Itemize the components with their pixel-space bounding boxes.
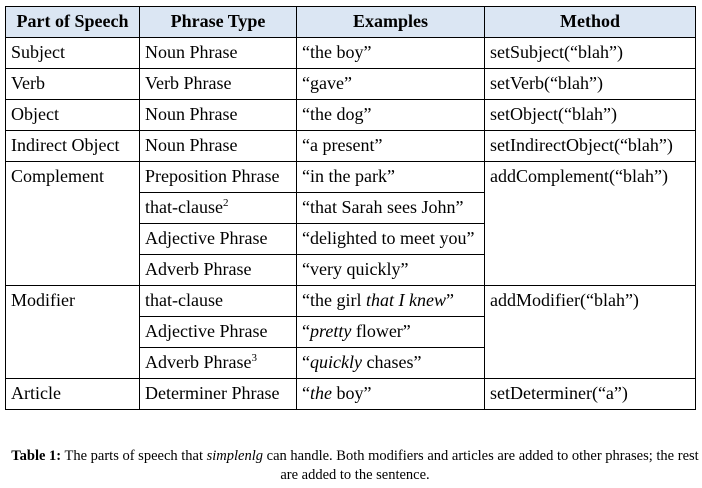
phrase-cell: Adjective Phrase	[139, 316, 297, 348]
example-cell: “in the park”	[296, 161, 485, 193]
method-cell: setDeterminer(“a”)	[484, 378, 696, 410]
phrase-label: that-clause	[145, 197, 223, 217]
pos-cell: Object	[5, 99, 140, 131]
example-cell: “the boy”	[296, 37, 485, 69]
table-row: Adjective Phrase “delighted to meet you”	[6, 223, 696, 255]
pos-cell: Article	[5, 378, 140, 410]
example-emphasis: pretty	[310, 321, 352, 341]
phrase-cell: that-clause	[139, 285, 297, 317]
table-header-row: Part of Speech Phrase Type Examples Meth…	[5, 6, 696, 38]
caption-emphasis: simplenlg	[206, 448, 264, 464]
phrase-cell: Adverb Phrase	[139, 254, 297, 286]
method-cell: addComplement(“blah”)	[484, 161, 696, 286]
caption-text: can handle. Both modifiers and articles …	[263, 448, 699, 483]
example-text: flower”	[351, 321, 411, 341]
phrase-cell: Noun Phrase	[139, 130, 297, 162]
table-row: Subject Noun Phrase “the boy” setSubject…	[5, 37, 696, 69]
phrase-label: Adverb Phrase	[145, 352, 252, 372]
footnote-marker: 2	[222, 197, 229, 209]
example-cell: “the boy”	[296, 378, 485, 410]
header-examples: Examples	[296, 6, 485, 38]
phrase-cell: Adjective Phrase	[139, 223, 297, 255]
method-cell: addModifier(“blah”)	[484, 285, 696, 379]
caption-label: Table 1:	[11, 448, 62, 464]
table-row: Verb Verb Phrase “gave” setVerb(“blah”)	[5, 68, 696, 100]
example-emphasis: the	[310, 383, 332, 403]
example-text: “the girl	[302, 290, 366, 310]
phrase-cell: Noun Phrase	[139, 37, 297, 69]
example-cell: “pretty flower”	[296, 316, 485, 348]
example-cell: “quickly chases”	[296, 347, 485, 379]
table-row: that-clause2 “that Sarah sees John”	[6, 192, 696, 224]
example-text: ”	[445, 290, 454, 310]
table-row: Object Noun Phrase “the dog” setObject(“…	[5, 99, 696, 131]
method-cell: setSubject(“blah”)	[484, 37, 696, 69]
example-cell: “the girl that I knew”	[296, 285, 485, 317]
method-cell: setVerb(“blah”)	[484, 68, 696, 100]
pos-cell: Subject	[5, 37, 140, 69]
example-cell: “a present”	[296, 130, 485, 162]
parts-of-speech-table: Part of Speech Phrase Type Examples Meth…	[5, 6, 696, 410]
header-part-of-speech: Part of Speech	[5, 6, 140, 38]
table-row: Adjective Phrase “pretty flower”	[6, 316, 696, 348]
phrase-cell: Determiner Phrase	[139, 378, 297, 410]
pos-cell: Modifier	[5, 285, 140, 379]
table-row: Adverb Phrase “very quickly”	[6, 254, 696, 286]
table-row: Article Determiner Phrase “the boy” setD…	[5, 378, 696, 410]
table-row: Indirect Object Noun Phrase “a present” …	[5, 130, 696, 162]
method-cell: setObject(“blah”)	[484, 99, 696, 131]
footnote-marker: 3	[251, 352, 257, 364]
caption-text: The parts of speech that	[64, 448, 207, 464]
example-emphasis: that I knew	[365, 290, 446, 310]
example-cell: “very quickly”	[296, 254, 485, 286]
phrase-cell: Noun Phrase	[139, 99, 297, 131]
table-row: Adverb Phrase3 “quickly chases”	[6, 347, 696, 379]
example-cell: “the dog”	[296, 99, 485, 131]
example-cell: “delighted to meet you”	[296, 223, 485, 255]
pos-cell: Complement	[5, 161, 140, 286]
phrase-cell: Verb Phrase	[139, 68, 297, 100]
phrase-cell: that-clause2	[139, 192, 297, 224]
example-text: chases”	[361, 352, 422, 372]
phrase-cell: Preposition Phrase	[139, 161, 297, 193]
table-caption: Table 1: The parts of speech that simple…	[10, 447, 700, 485]
example-text: “	[302, 321, 310, 341]
example-text: boy”	[332, 383, 372, 403]
phrase-cell: Adverb Phrase3	[139, 347, 297, 379]
pos-cell: Verb	[5, 68, 140, 100]
example-text: “	[302, 352, 310, 372]
method-cell: setIndirectObject(“blah”)	[484, 130, 696, 162]
table-row: Modifier that-clause “the girl that I kn…	[5, 285, 696, 379]
example-text: “	[302, 383, 310, 403]
example-cell: “gave”	[296, 68, 485, 100]
example-emphasis: quickly	[310, 352, 362, 372]
header-phrase-type: Phrase Type	[139, 6, 297, 38]
table-row: Complement Preposition Phrase “in the pa…	[5, 161, 696, 286]
pos-cell: Indirect Object	[5, 130, 140, 162]
example-cell: “that Sarah sees John”	[296, 192, 485, 224]
header-method: Method	[484, 6, 696, 38]
